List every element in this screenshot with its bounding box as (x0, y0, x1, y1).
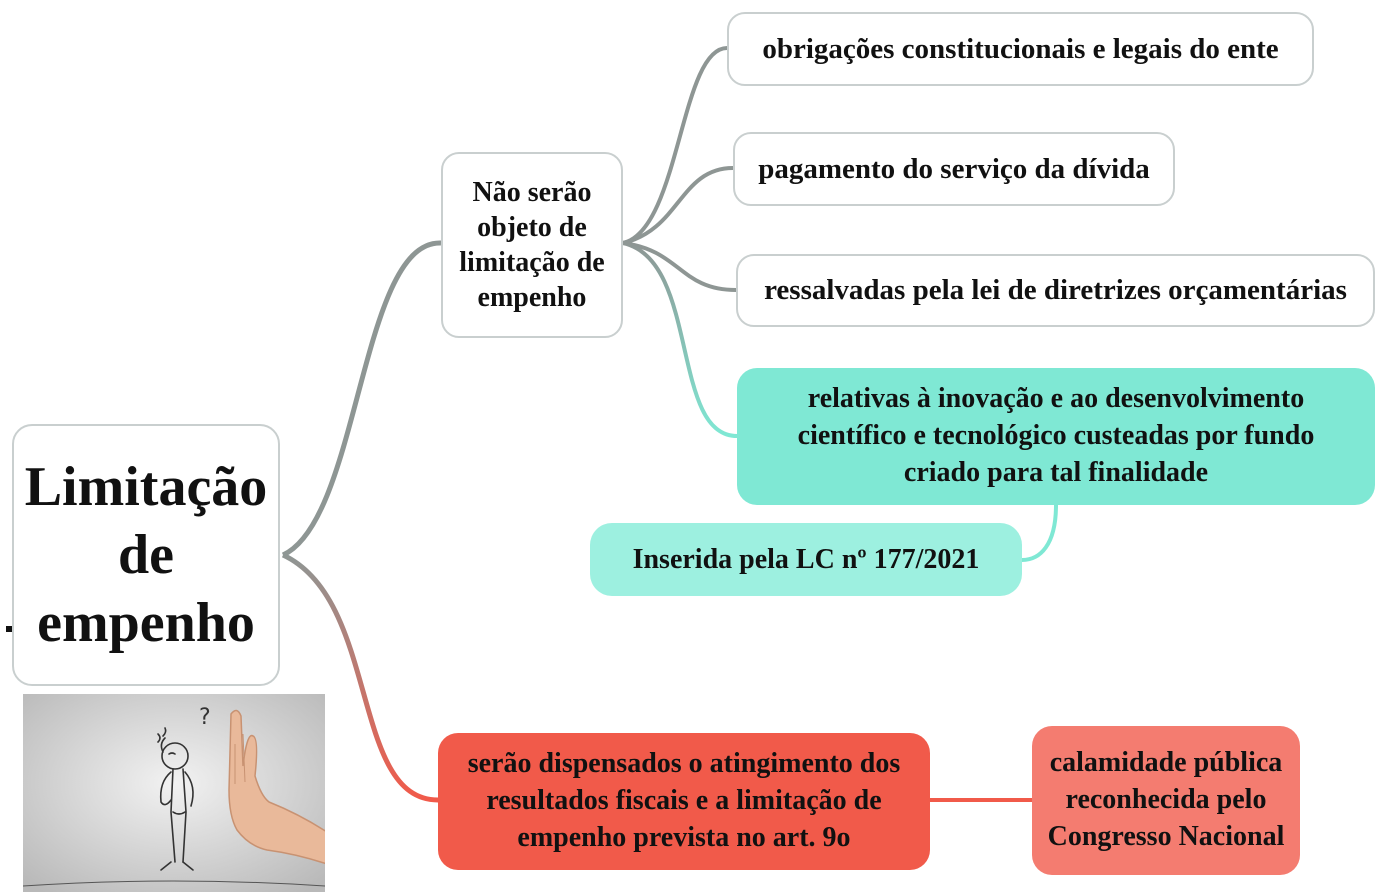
node-text: Inserida pela LC nº 177/2021 (632, 543, 980, 575)
red-line-3: empenho prevista no art. 9o (517, 821, 851, 853)
link-mid-to-teal (622, 241, 738, 438)
red-line-2: resultados fiscais e a limitação de (486, 785, 882, 817)
node-ressalvadas-ldo: ressalvadas pela lei de diretrizes orçam… (736, 254, 1375, 327)
node-nao-serao-objeto: Não serão objeto de limitação de empenho (441, 152, 623, 338)
mid-line-3: limitação de (459, 247, 605, 278)
person-stop-hand-illustration: ? (23, 694, 325, 892)
salmon-line-1: calamidade pública (1049, 747, 1283, 779)
link-mid-to-l1 (622, 46, 728, 245)
node-text: ressalvadas pela lei de diretrizes orçam… (764, 274, 1347, 307)
mid-line-1: Não serão (472, 177, 592, 208)
mid-line-2: objeto de (477, 212, 587, 243)
teal-line-2: científico e tecnológico custeadas por f… (797, 420, 1315, 452)
node-pagamento-servico-divida: pagamento do serviço da dívida (733, 132, 1175, 206)
link-mid-to-l2 (622, 166, 734, 245)
link-teal-to-lc (1021, 504, 1058, 562)
node-serao-dispensados: serão dispensados o atingimento dos resu… (438, 733, 930, 870)
node-calamidade-publica: calamidade pública reconhecida pelo Cong… (1032, 726, 1300, 875)
red-line-1: serão dispensados o atingimento dos (467, 748, 901, 780)
link-root-to-top (281, 240, 442, 558)
teal-line-3: criado para tal finalidade (903, 456, 1209, 488)
root-line-2: de (118, 523, 174, 586)
question-mark: ? (199, 705, 211, 730)
root-line-3: empenho (37, 592, 255, 655)
teal-line-1: relativas à inovação e ao desenvolviment… (807, 383, 1305, 415)
node-obrigacoes-constitucionais: obrigações constitucionais e legais do e… (727, 12, 1314, 86)
node-inovacao-desenvolvimento: relativas à inovação e ao desenvolviment… (737, 368, 1375, 505)
salmon-line-3: Congresso Nacional (1047, 820, 1285, 852)
link-mid-to-l3 (622, 241, 737, 292)
salmon-line-2: reconhecida pelo (1065, 784, 1267, 816)
node-text: pagamento do serviço da dívida (758, 152, 1150, 185)
mid-line-4: empenho (477, 282, 587, 313)
root-node-limitacao-empenho: Limitação de empenho (12, 424, 280, 686)
bullet-marker (6, 626, 12, 632)
root-line-1: Limitação (24, 455, 268, 518)
node-text: obrigações constitucionais e legais do e… (762, 32, 1279, 65)
link-root-to-bottom (281, 552, 439, 803)
node-inserida-lc-177: Inserida pela LC nº 177/2021 (590, 523, 1022, 596)
